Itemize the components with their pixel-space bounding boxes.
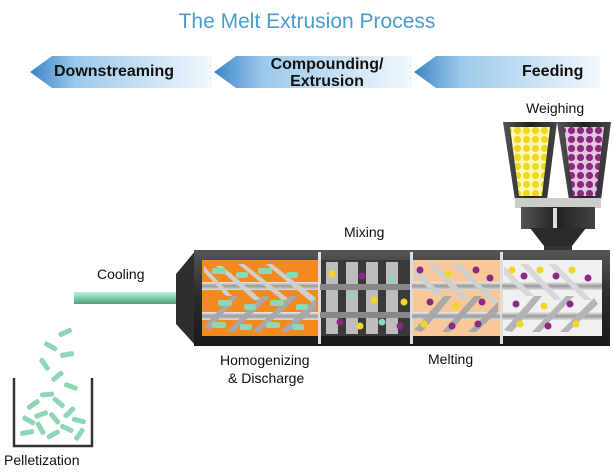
stage-arrow-downstreaming [30, 56, 212, 88]
stage-arrow-compounding [214, 56, 412, 88]
screw-homogenizing [202, 264, 318, 332]
cooling-strand [74, 292, 180, 304]
mixing-label: Mixing [344, 224, 385, 240]
stage-compounding-line1: Compounding/ [270, 56, 384, 73]
melting-label: Melting [428, 351, 474, 367]
page-title: The Melt Extrusion Process [178, 10, 436, 33]
stage-arrow-feeding [414, 56, 600, 88]
stage-feeding-label: Feeding [522, 63, 584, 80]
screw-feeding [502, 264, 602, 332]
stage-downstreaming-label: Downstreaming [54, 63, 175, 80]
pelletization-label: Pelletization [4, 452, 80, 468]
cooling-label: Cooling [97, 266, 145, 282]
falling-pellets [39, 327, 78, 391]
extruder-die [176, 250, 196, 346]
weighing-label: Weighing [526, 100, 585, 116]
screw-melting [412, 264, 500, 332]
homogenizing-label: Homogenizing & Discharge [220, 351, 310, 387]
homogenizing-line2: & Discharge [228, 370, 305, 386]
screw-mixing [320, 262, 410, 334]
stage-compounding-line2: Extrusion [290, 73, 364, 90]
pellet-bin [12, 378, 94, 448]
stage-compounding-label: Compounding/ Extrusion [252, 56, 402, 90]
weighing-hoppers [503, 122, 611, 256]
homogenizing-line1: Homogenizing [220, 352, 310, 368]
